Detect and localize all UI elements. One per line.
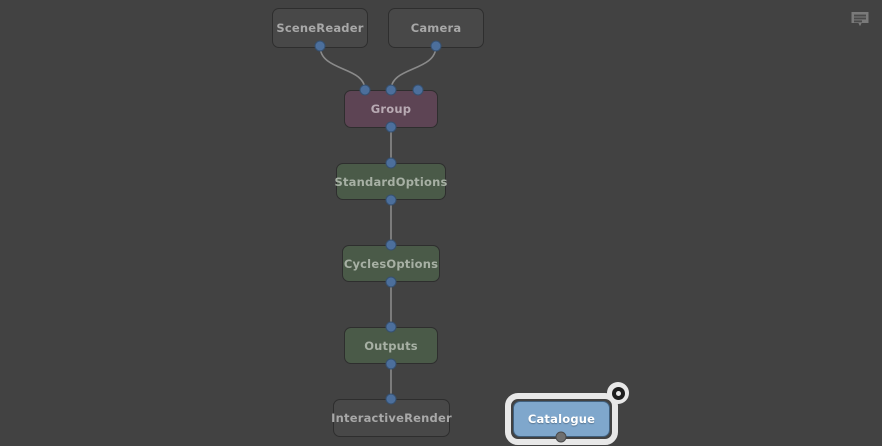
- node-plug-sceneReader-out[interactable]: [314, 40, 326, 52]
- node-label: InteractiveRender: [331, 411, 452, 425]
- node-label: Outputs: [364, 338, 418, 353]
- node-badge-ring: [611, 386, 625, 400]
- node-badge-icon[interactable]: [607, 382, 629, 404]
- node-label: Catalogue: [527, 412, 596, 426]
- node-plug-group-in-left[interactable]: [359, 84, 371, 96]
- node-plug-standardOptions-out[interactable]: [385, 194, 397, 206]
- node-label: CyclesOptions: [343, 256, 439, 271]
- node-plug-catalogue-out[interactable]: [555, 431, 567, 443]
- node-plug-group-out[interactable]: [385, 121, 397, 133]
- node-plug-group-in-mid[interactable]: [385, 84, 397, 96]
- node-plug-cyclesOptions-out[interactable]: [385, 276, 397, 288]
- node-plug-group-in-right[interactable]: [412, 84, 424, 96]
- node-label: StandardOptions: [334, 174, 448, 189]
- node-label: Group: [370, 102, 412, 116]
- node-plug-interactiveRender-in[interactable]: [385, 393, 397, 405]
- graph-node-interactiveRender[interactable]: InteractiveRender: [331, 399, 452, 437]
- node-badge-core: [615, 390, 621, 396]
- node-label: Camera: [410, 21, 462, 35]
- node-plug-outputs-out[interactable]: [385, 358, 397, 370]
- node-plug-camera-out[interactable]: [430, 40, 442, 52]
- node-plug-standardOptions-in[interactable]: [385, 157, 397, 169]
- node-label: SceneReader: [276, 21, 364, 35]
- graph-edge[interactable]: [390, 45, 437, 91]
- speech-bubble-icon[interactable]: [848, 8, 872, 32]
- graph-edge[interactable]: [319, 45, 366, 91]
- node-plug-cyclesOptions-in[interactable]: [385, 239, 397, 251]
- node-plug-outputs-in[interactable]: [385, 321, 397, 333]
